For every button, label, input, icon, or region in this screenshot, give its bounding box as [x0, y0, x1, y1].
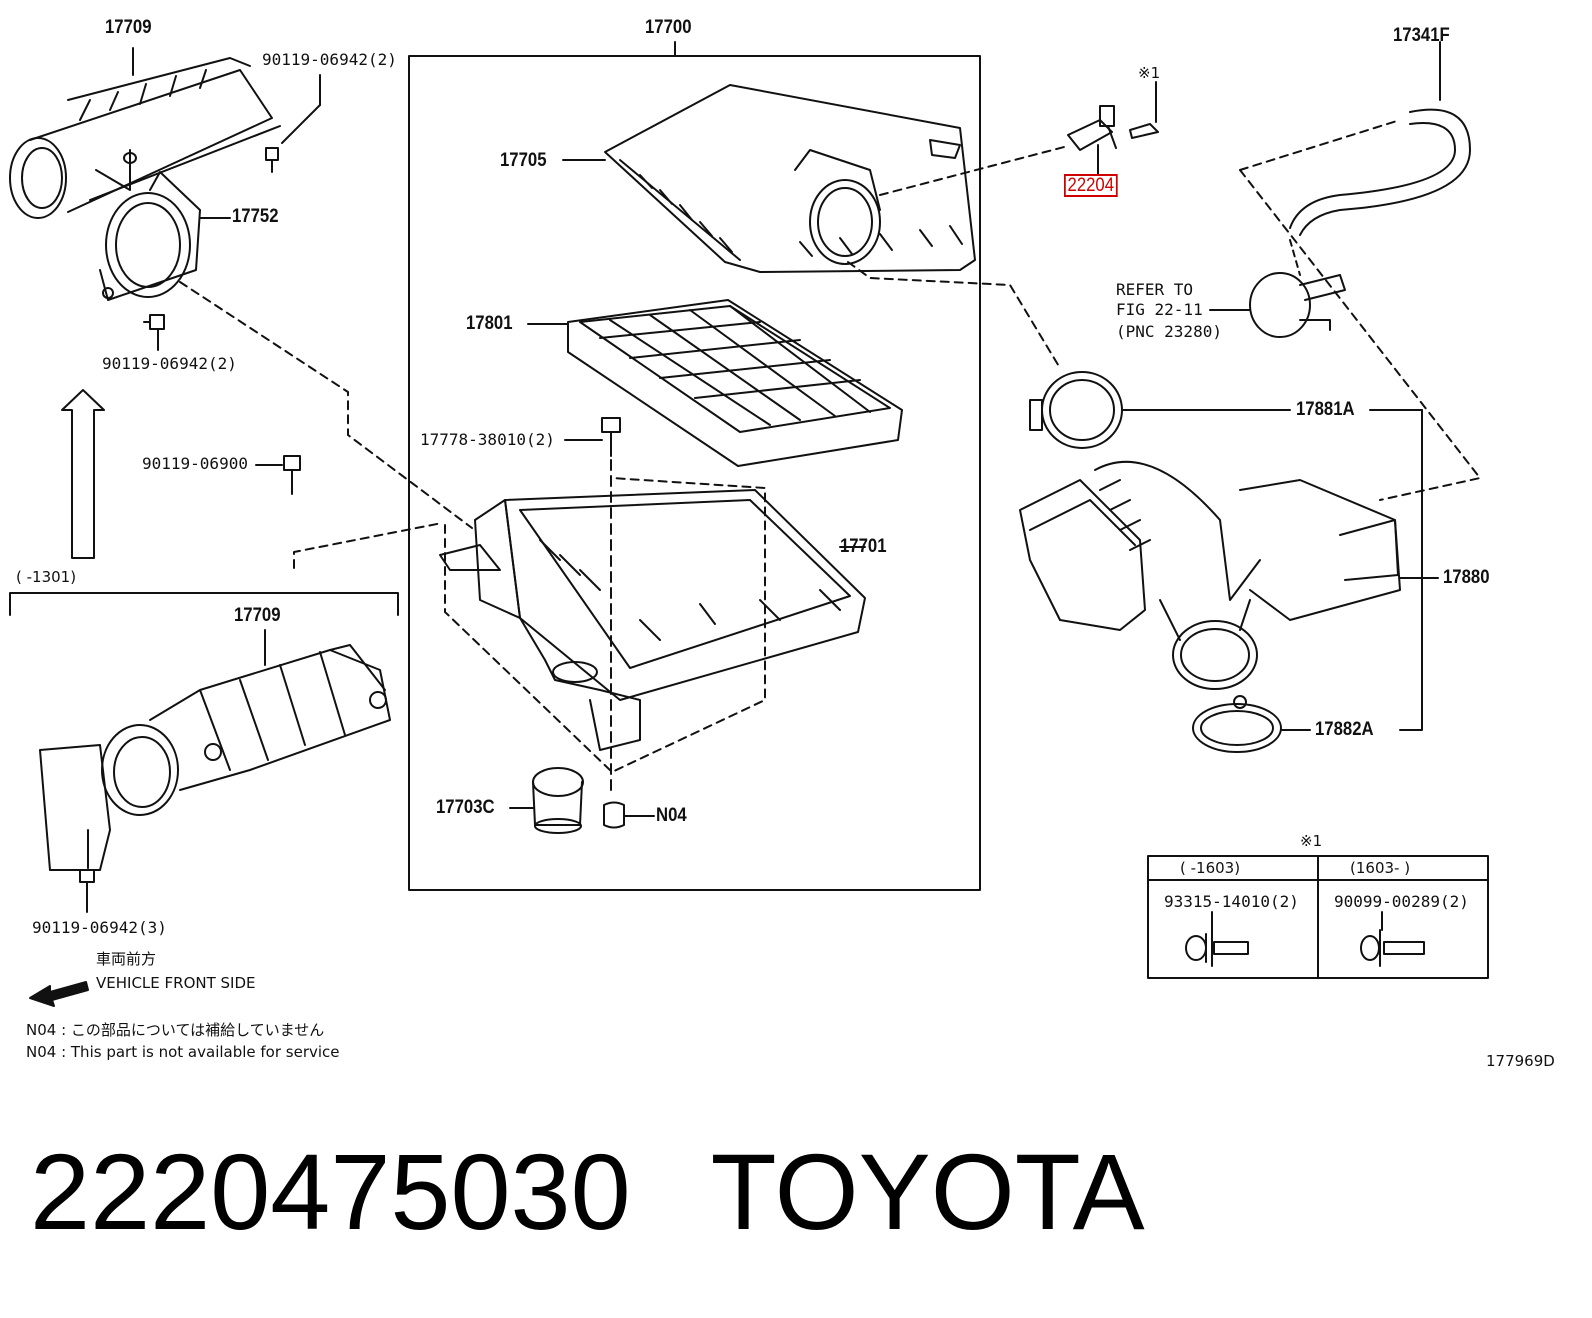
label-90119-06942-mid: 90119-06942(2) — [102, 354, 237, 373]
label-17700: 17700 — [645, 17, 692, 38]
sensor-22204 — [1067, 81, 1159, 176]
label-diagram-code: 177969D — [1486, 1052, 1555, 1070]
bolt-90099 — [1360, 911, 1425, 967]
duct-17709-top — [9, 47, 281, 219]
note-n04-en: N04 : This part is not available for ser… — [26, 1043, 340, 1061]
label-17709-top: 17709 — [105, 17, 152, 38]
label-range-1301: ( -1301) — [16, 568, 77, 586]
range-bracket — [9, 592, 399, 616]
note-front-jp: 車両前方 — [96, 950, 157, 968]
label-17341f: 17341F — [1393, 25, 1450, 46]
filter-17801 — [527, 299, 903, 467]
label-90119-06900: 90119-06900 — [142, 454, 248, 473]
bolt-90119-06900 — [255, 455, 301, 495]
duct-17709-bottom — [39, 629, 391, 913]
grommet-n04 — [603, 801, 655, 829]
title-brand: TOYOTA — [710, 1131, 1145, 1252]
diagram-page: { "labels": { "p17709_top": "17709", "p1… — [9, 17, 1555, 1246]
bolt-mid-left — [143, 314, 165, 351]
cover-17705 — [562, 84, 976, 273]
cap-17703c — [509, 767, 584, 834]
label-17701: 17701 — [840, 536, 887, 557]
label-n04: N04 — [656, 805, 687, 826]
bolt-93315 — [1185, 911, 1249, 967]
label-refer-line2: FIG 22-11 — [1116, 300, 1203, 319]
clamp-17881a — [1029, 371, 1423, 449]
assembly-frame — [408, 55, 981, 891]
hose-17341f — [1289, 41, 1471, 236]
label-17801: 17801 — [466, 313, 513, 334]
label-refer-line3: (PNC 23280) — [1116, 322, 1222, 341]
note-n04-jp: N04 : この部品については補給していません — [26, 1021, 325, 1039]
label-17752: 17752 — [232, 206, 279, 227]
clamp-17882a — [1192, 695, 1311, 753]
case-17701 — [439, 489, 866, 751]
label-mark1-table: ※1 — [1300, 832, 1323, 850]
label-17882a: 17882A — [1315, 719, 1374, 740]
label-17709-bottom: 17709 — [234, 605, 281, 626]
label-refer-line1: REFER TO — [1116, 280, 1194, 299]
parts-illustration — [9, 41, 1489, 1007]
front-arrow — [29, 981, 89, 1007]
table-col2-part: 90099-00289(2) — [1334, 892, 1469, 911]
label-17778-38010: 17778-38010(2) — [420, 430, 555, 449]
bolt-table-frame — [1147, 855, 1489, 979]
adapter-17752 — [99, 171, 231, 301]
table-col1-header: ( -1603) — [1180, 859, 1241, 877]
valve-23280 — [1209, 239, 1346, 338]
table-col1-part: 93315-14010(2) — [1164, 892, 1299, 911]
label-90119-06942-bottom: 90119-06942(3) — [32, 918, 167, 937]
label-17705: 17705 — [500, 150, 547, 171]
note-front-en: VEHICLE FRONT SIDE — [96, 974, 256, 992]
bolt-top-right — [265, 74, 321, 173]
bolt-17778 — [564, 417, 621, 457]
label-17880: 17880 — [1443, 567, 1490, 588]
label-17881a: 17881A — [1296, 399, 1355, 420]
title-part-number: 2220475030 — [30, 1131, 631, 1252]
label-mark1-top: ※1 — [1138, 64, 1161, 82]
arrow-up — [61, 389, 105, 559]
label-90119-06942-top: 90119-06942(2) — [262, 50, 397, 69]
table-col2-header: (1603- ) — [1350, 859, 1411, 877]
label-22204-highlight: 22204 — [1064, 174, 1118, 197]
label-17703c: 17703C — [436, 797, 495, 818]
intake-17880 — [1019, 460, 1401, 690]
bracket-right — [1399, 409, 1423, 731]
